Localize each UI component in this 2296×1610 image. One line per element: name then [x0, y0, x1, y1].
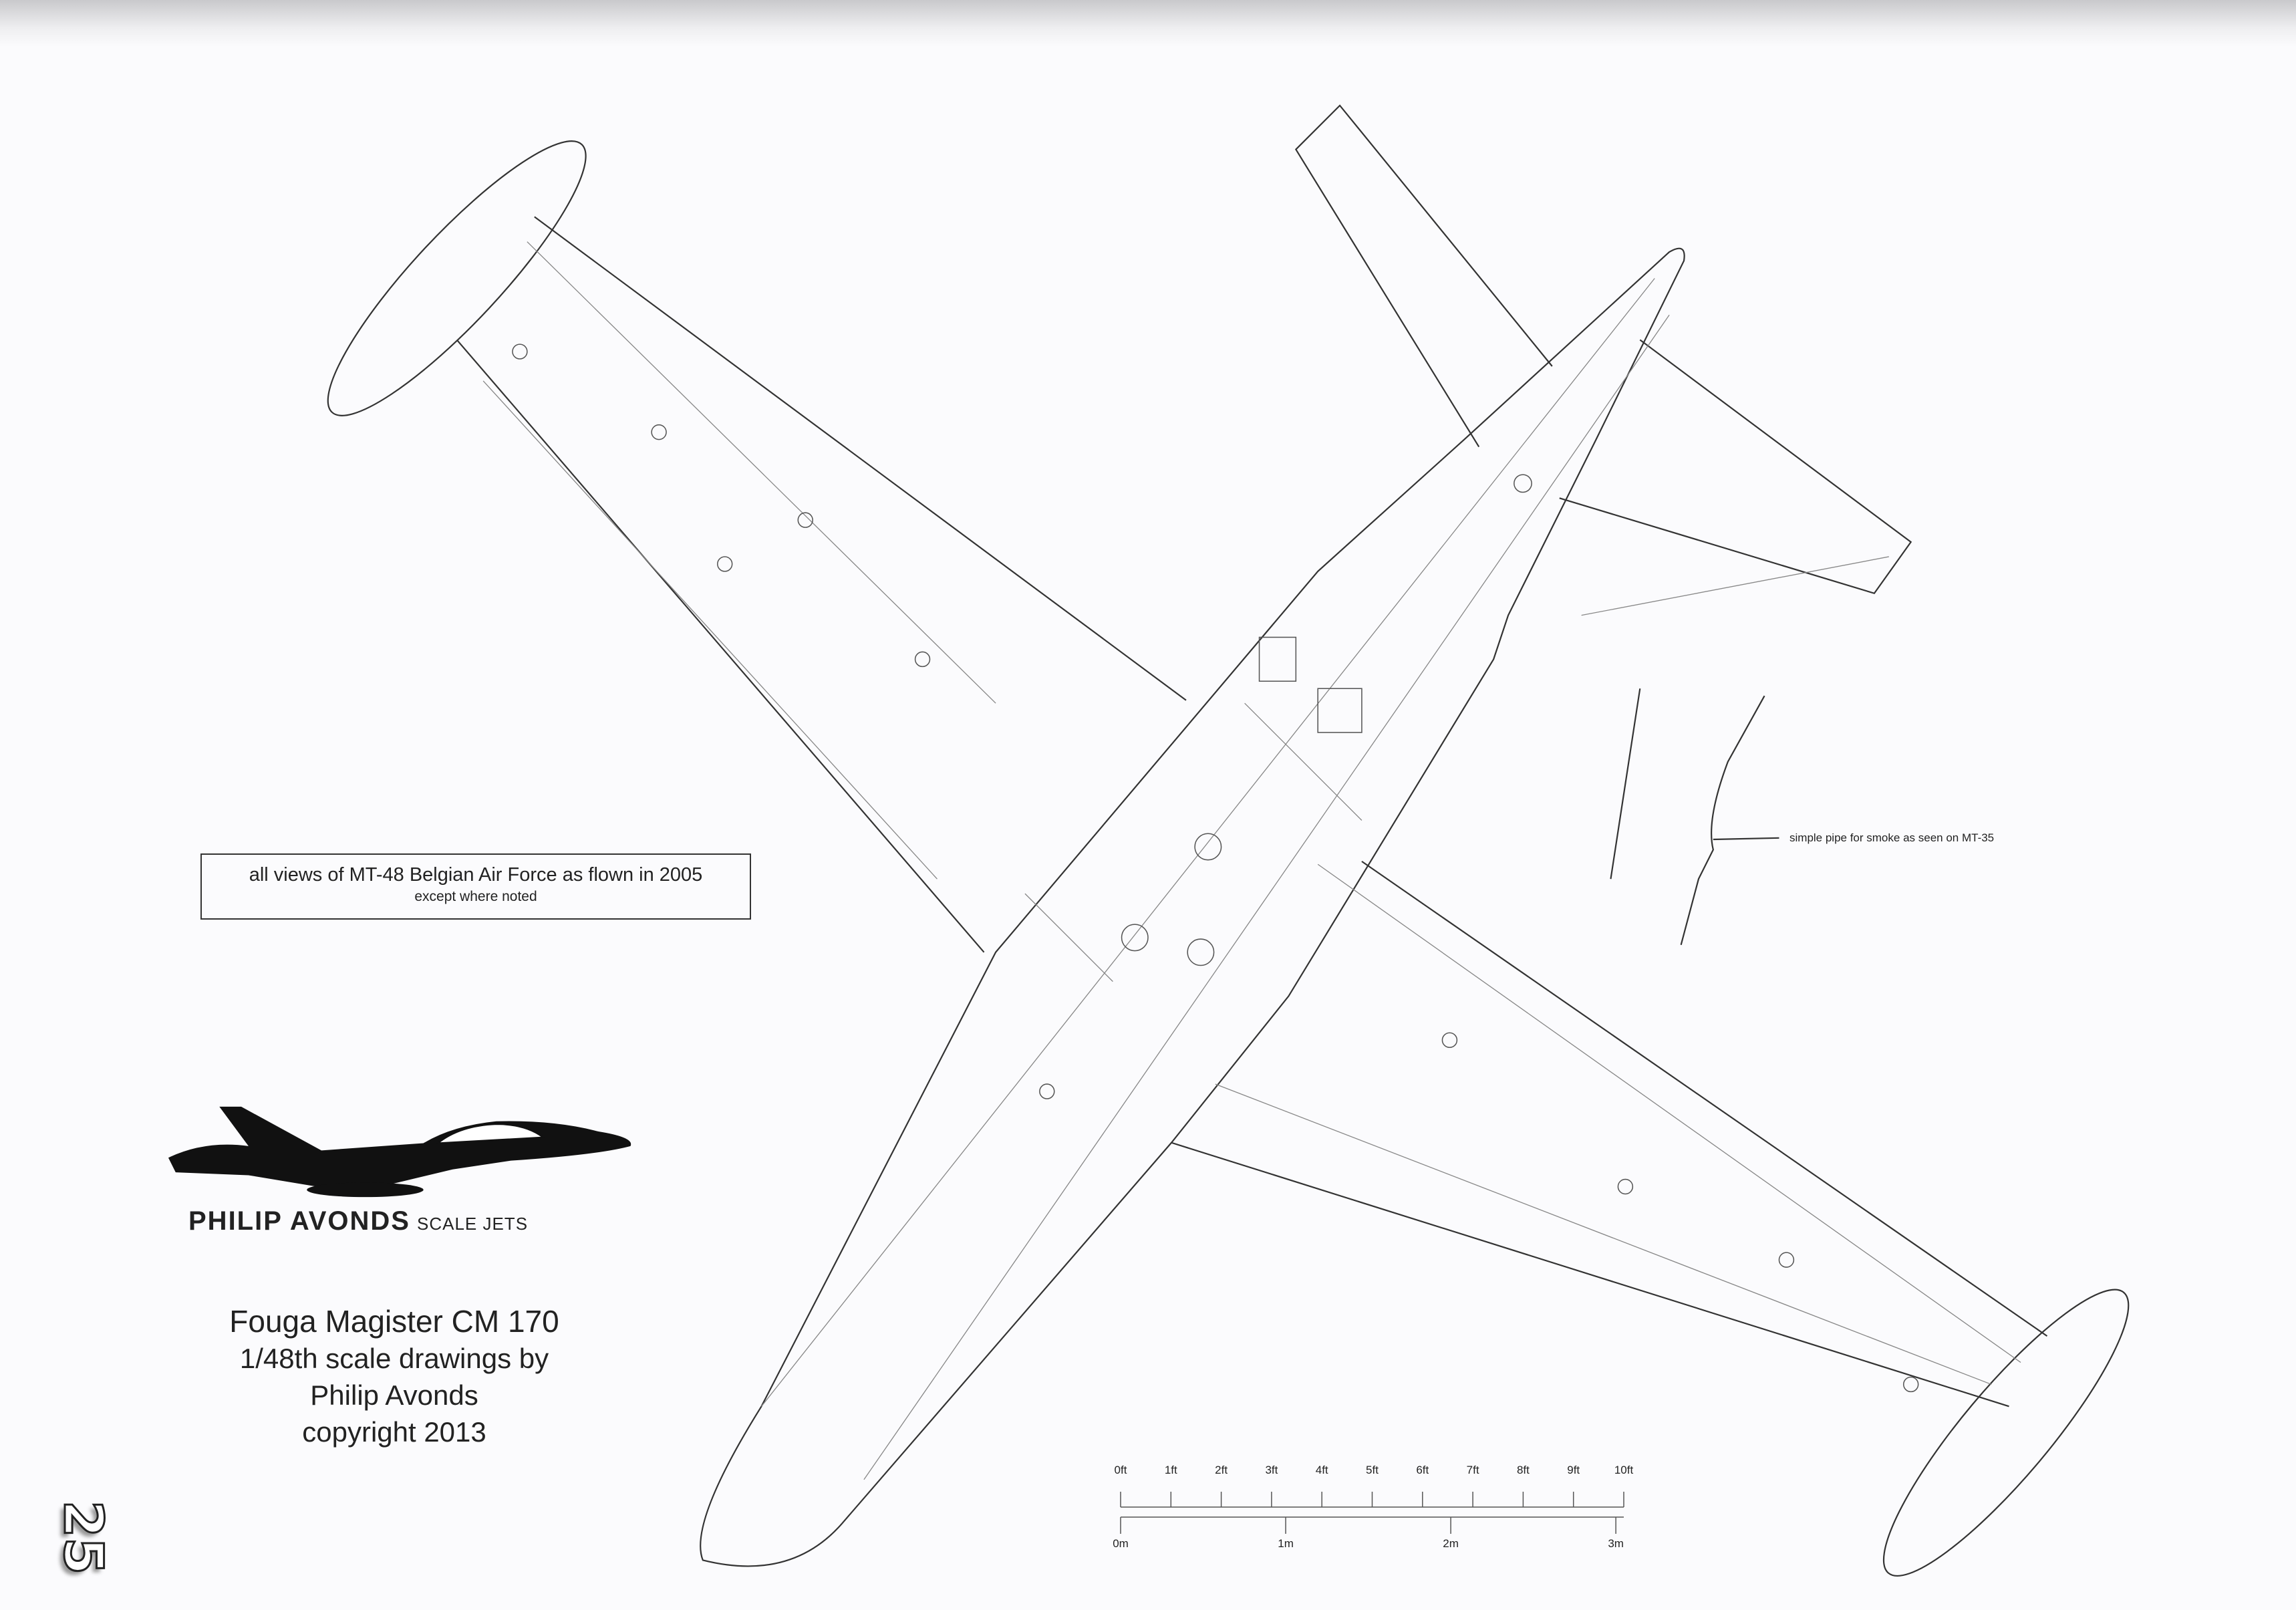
smoke-pipe-annotation: simple pipe for smoke as seen on MT-35	[1789, 831, 1995, 844]
ft-label: 8ft	[1516, 1464, 1530, 1476]
logo-tagline: SCALE JETS	[416, 1214, 529, 1234]
drawing-scale: 1/48th scale drawings by	[239, 1343, 549, 1374]
ft-label: 10ft	[1614, 1464, 1634, 1476]
panel-lines	[482, 241, 2021, 1480]
scale-bar: 0ft 1ft 2ft 3ft 4ft 5ft 6ft 7ft 8ft 9ft 10ft 0m 1m 2m…	[1096, 1450, 1634, 1551]
logo-brand-name: PHILIP AVONDS	[188, 1206, 410, 1236]
right-tip-tank	[1882, 1289, 2130, 1577]
right-tail-surface	[1559, 339, 1912, 595]
right-wing-outline	[1171, 860, 2048, 1407]
logo-brand: PHILIP AVONDS SCALE JETS	[188, 1206, 528, 1236]
drawing-title: Fouga Magister CM 170	[229, 1304, 559, 1339]
ft-label: 0ft	[1114, 1464, 1127, 1476]
ft-label: 5ft	[1366, 1464, 1379, 1476]
inspection-panels	[512, 344, 1919, 1393]
m-label: 0m	[1113, 1537, 1129, 1550]
m-label: 2m	[1443, 1537, 1459, 1550]
ft-label: 3ft	[1265, 1464, 1278, 1476]
fuselage-outline	[700, 247, 1685, 1567]
ft-label: 4ft	[1315, 1464, 1328, 1476]
page-number-text: 25	[51, 1499, 116, 1575]
note-line-2: except where noted	[414, 889, 537, 904]
scale-bar-lines	[1120, 1492, 1624, 1534]
logo-aircraft-silhouette	[168, 1106, 631, 1198]
ft-label: 9ft	[1567, 1464, 1580, 1476]
left-tail-surface	[1294, 104, 1553, 448]
ft-label: 2ft	[1215, 1464, 1228, 1476]
smoke-pipe-detail	[1610, 688, 1779, 946]
page-number: 25	[51, 1494, 116, 1581]
left-tip-tank	[327, 140, 587, 416]
note-line-1: all views of MT-48 Belgian Air Force as …	[249, 864, 703, 886]
ft-label: 6ft	[1416, 1464, 1429, 1476]
ft-label: 1ft	[1164, 1464, 1177, 1476]
drawing-copyright: copyright 2013	[302, 1416, 486, 1448]
m-label: 3m	[1608, 1537, 1624, 1550]
m-label: 1m	[1278, 1537, 1294, 1550]
scan-shadow	[0, 0, 2296, 47]
ft-label: 7ft	[1466, 1464, 1479, 1476]
drawing-author: Philip Avonds	[310, 1379, 478, 1411]
title-block: Fouga Magister CM 170 1/48th scale drawi…	[160, 1303, 628, 1450]
note-box: all views of MT-48 Belgian Air Force as …	[200, 853, 751, 920]
left-wing-outline	[456, 216, 1187, 953]
